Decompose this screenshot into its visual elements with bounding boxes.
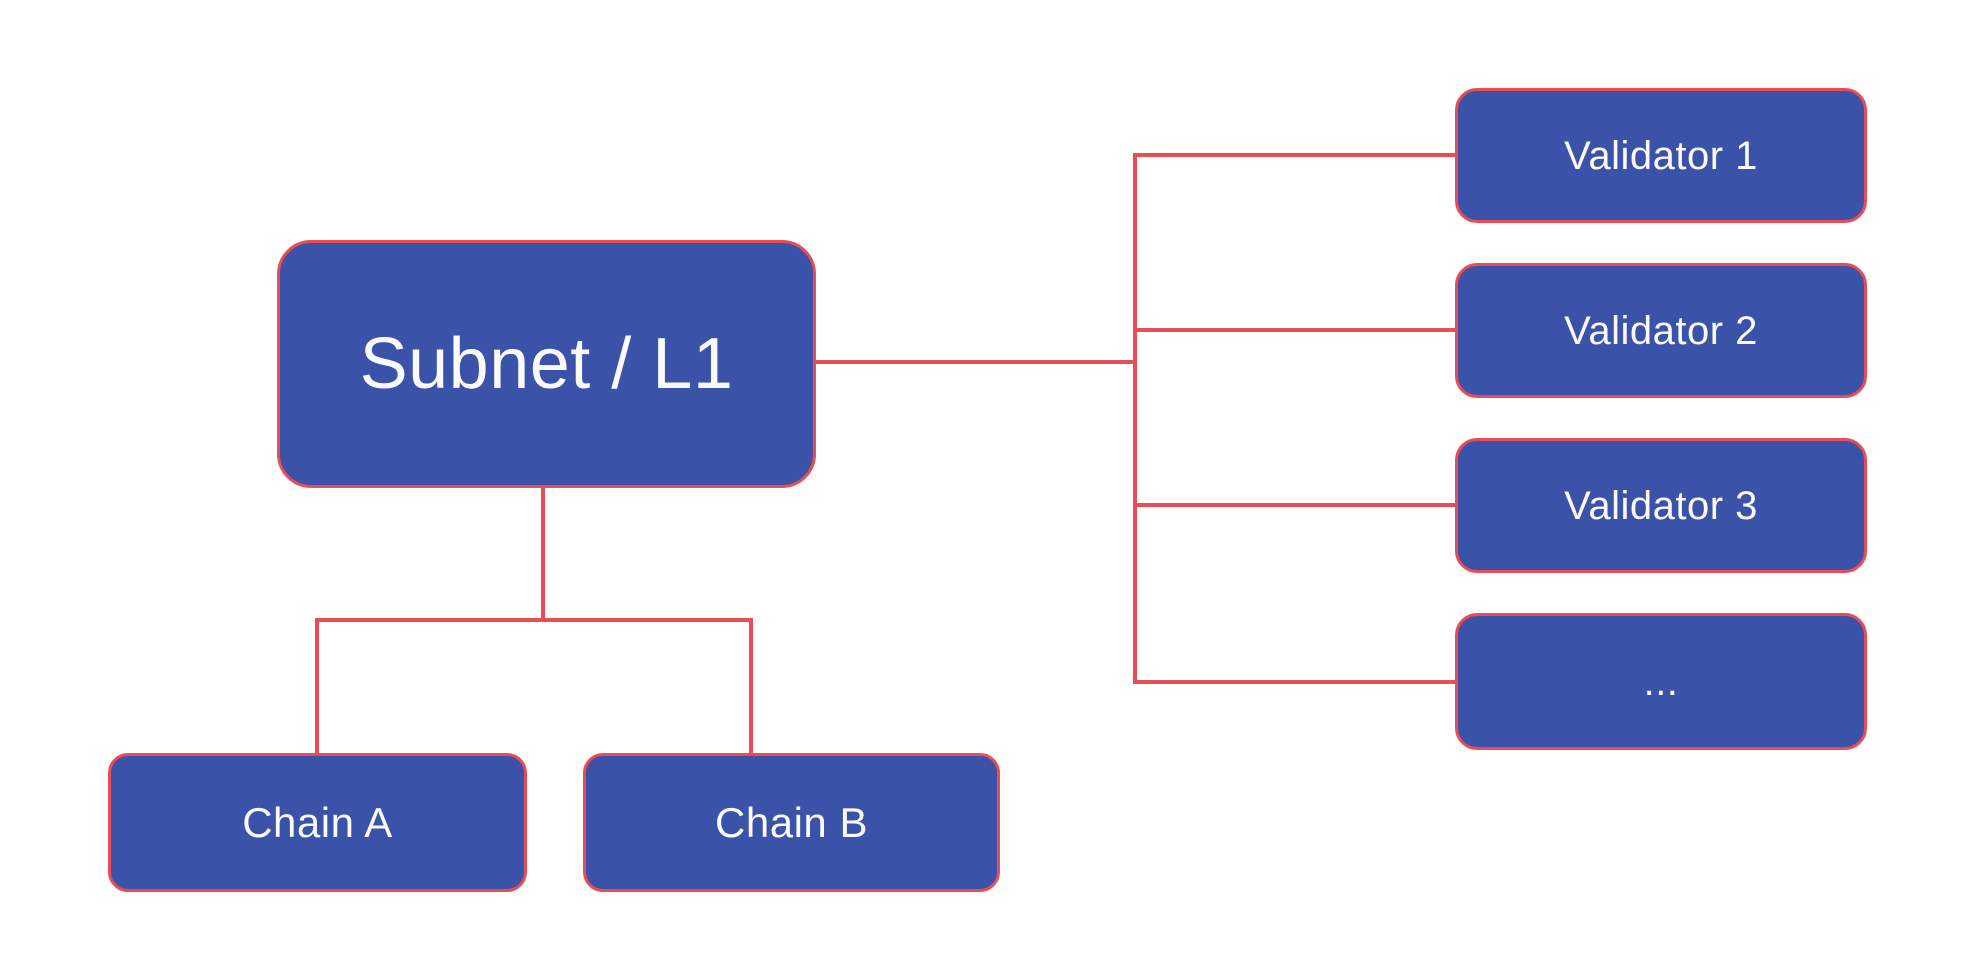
validator-3-label: Validator 3 [1564, 483, 1758, 528]
edge-subnet-to-trunk [816, 360, 1135, 364]
subnet-label: Subnet / L1 [359, 324, 734, 404]
edge-trunk-to-validator-more [1135, 680, 1457, 684]
chain-b-label: Chain B [715, 798, 868, 846]
validator-1-node: Validator 1 [1455, 88, 1867, 223]
edge-trunk-to-validator-2 [1135, 328, 1457, 332]
validator-3-node: Validator 3 [1455, 438, 1867, 573]
validator-2-label: Validator 2 [1564, 308, 1758, 353]
validator-more-label: ... [1643, 659, 1679, 704]
edge-validator-trunk [1133, 153, 1137, 684]
edge-bar-to-chain-a [315, 620, 319, 755]
chain-a-node: Chain A [108, 753, 527, 892]
edge-subnet-to-chains-bar [541, 486, 545, 622]
subnet-node: Subnet / L1 [277, 240, 816, 488]
edge-bar-to-chain-b [749, 620, 753, 755]
chain-a-label: Chain A [242, 798, 393, 846]
validator-1-label: Validator 1 [1564, 133, 1758, 178]
validator-more-node: ... [1455, 613, 1867, 750]
validator-2-node: Validator 2 [1455, 263, 1867, 398]
edge-trunk-to-validator-1 [1135, 153, 1457, 157]
edge-trunk-to-validator-3 [1135, 503, 1457, 507]
chain-b-node: Chain B [583, 753, 1000, 892]
edge-chains-bar [315, 618, 753, 622]
